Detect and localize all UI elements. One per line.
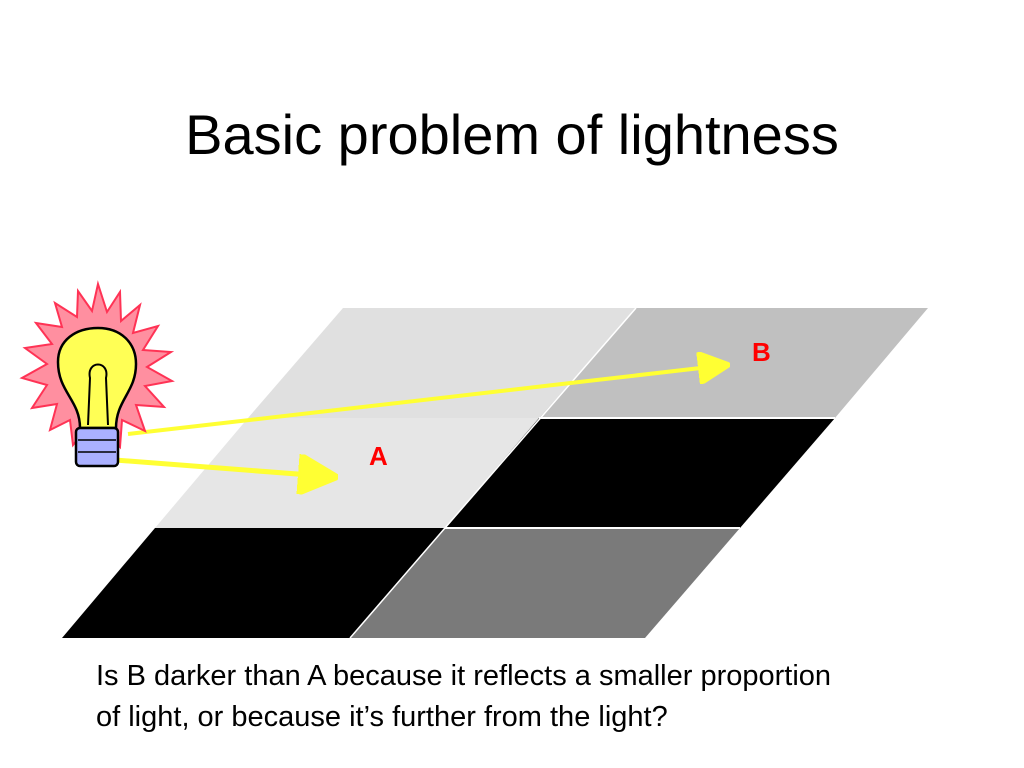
- ray-to-b-arrow: [127, 366, 718, 436]
- light-bulb-icon: [19, 280, 175, 468]
- tile-back-left: [248, 308, 636, 418]
- tile-front-left: [62, 528, 445, 638]
- caption: Is B darker than A because it reflects a…: [96, 656, 996, 738]
- caption-line-2: of light, or because it’s further from t…: [96, 701, 668, 733]
- caption-line-1: Is B darker than A because it reflects a…: [96, 660, 832, 692]
- tile-front-right: [350, 528, 740, 638]
- tile-seam: [444, 307, 637, 529]
- bulb-glass: [56, 326, 138, 430]
- slide-title: Basic problem of lightness: [185, 103, 839, 166]
- ray-to-a-arrow: [114, 460, 323, 476]
- tile-back-right-b: [539, 308, 928, 418]
- tile-middle-right: [445, 418, 835, 528]
- label-a: A: [369, 441, 388, 471]
- bulb-base: [74, 426, 120, 468]
- label-b: B: [752, 337, 771, 367]
- checkerboard-floor: [62, 307, 928, 639]
- tile-seam: [349, 527, 446, 639]
- bulb-filament: [87, 363, 109, 426]
- tile-middle-left-a: [155, 418, 539, 528]
